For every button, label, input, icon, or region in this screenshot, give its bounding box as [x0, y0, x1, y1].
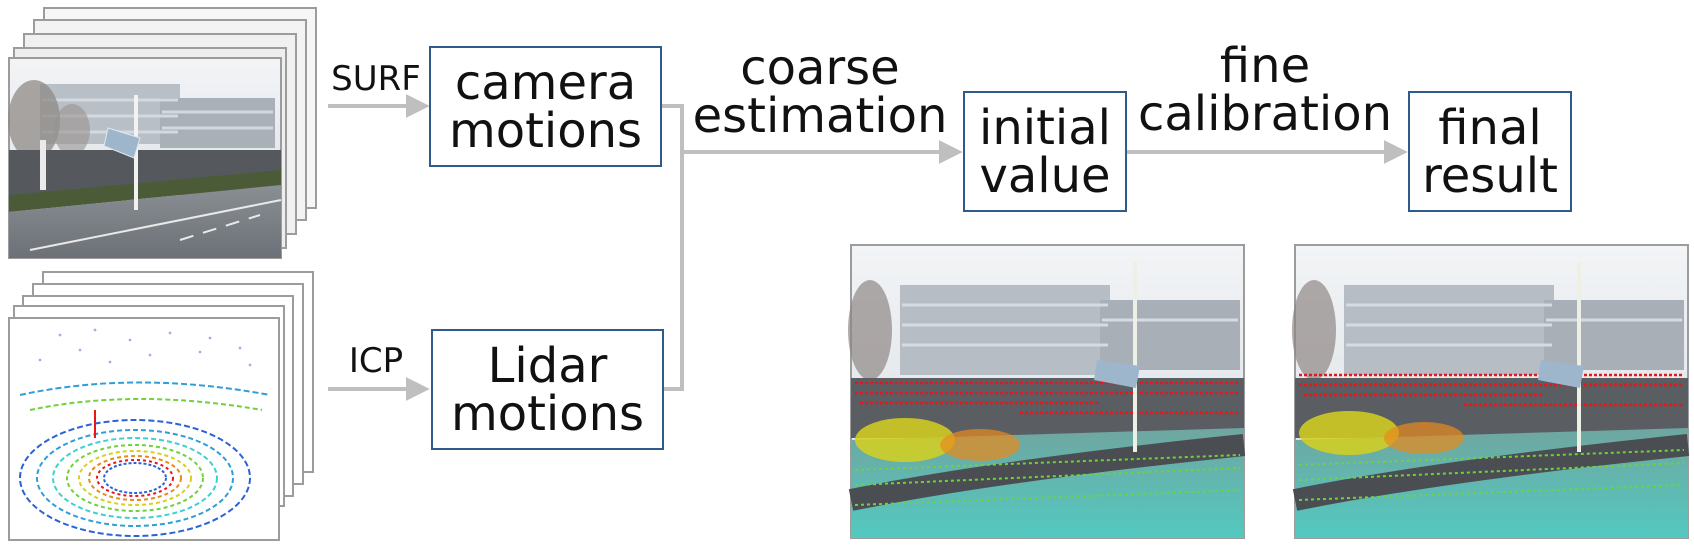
fine-calibration-label: fine calibration: [1130, 42, 1400, 138]
final-result-line1: final: [1438, 99, 1542, 156]
initial-value-line1: initial: [979, 99, 1111, 156]
camera-motions-box: camera motions: [429, 46, 662, 167]
final-result-box: final result: [1408, 91, 1572, 212]
street-photo: [8, 57, 282, 259]
lidar-scan-stack: [8, 271, 314, 541]
coarse-line1: coarse: [740, 40, 900, 96]
final-result-line2: result: [1422, 147, 1558, 204]
camera-branch: [662, 104, 684, 152]
connectors: [328, 94, 1408, 401]
lidar-point-cloud: [8, 317, 280, 541]
surf-label: SURF: [328, 62, 424, 96]
lidar-motions-line2: motions: [450, 385, 645, 442]
projection-result-coarse: [848, 244, 1246, 539]
surf-text: SURF: [331, 59, 421, 99]
camera-motions-line1: camera: [454, 54, 637, 111]
initial-value-line2: value: [979, 147, 1111, 204]
coarse-estimation-label: coarse estimation: [690, 44, 950, 140]
camera-motions-line2: motions: [448, 102, 643, 159]
fine-line1: fine: [1219, 38, 1311, 94]
lidar-motions-box: Lidar motions: [431, 329, 664, 450]
projection-result-fine: [1292, 244, 1690, 539]
icp-text: ICP: [348, 341, 404, 381]
camera-image-stack: [8, 7, 317, 259]
lidar-motions-line1: Lidar: [487, 337, 608, 394]
icp-label: ICP: [328, 344, 424, 378]
coarse-line2: estimation: [692, 88, 948, 144]
fine-line2: calibration: [1137, 86, 1393, 142]
lidar-branch: [662, 152, 684, 391]
initial-value-box: initial value: [963, 91, 1127, 212]
